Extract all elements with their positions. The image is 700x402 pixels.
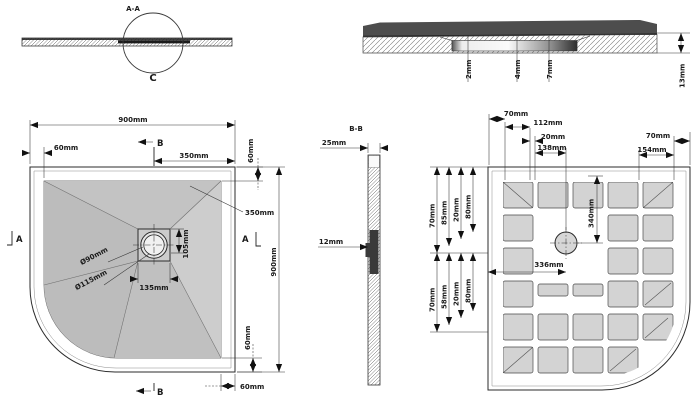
crease-tr — [169, 180, 222, 230]
bb-drain-bump — [365, 243, 370, 257]
dim-bottom-20-top: 20mm — [541, 133, 565, 141]
dim-left-bot-20: 20mm — [453, 282, 461, 306]
dim-left-top-80: 80mm — [465, 195, 473, 219]
dim-bottom-112: 112mm — [533, 119, 562, 127]
bottom-outer-inner-line — [491, 170, 687, 387]
plan-view: 900mm 60mm B 350mm 60mm 350mm A A 900mm — [7, 116, 285, 398]
dim-2mm: 2mm — [465, 60, 473, 79]
detail-c-surface-line — [362, 33, 658, 37]
bottom-view: 70mm 112mm 20mm 138mm 70mm 154mm 70mm 85… — [429, 110, 691, 391]
dim-bottom-154: 154mm — [637, 146, 666, 154]
dim-13mm: 13mm — [679, 64, 687, 88]
dim-drain-offset-x: 350mm — [179, 152, 208, 160]
dim-plan-rim-left: 60mm — [54, 144, 78, 152]
dim-bottom-336: 336mm — [534, 261, 563, 269]
dim-bottom-138: 138mm — [537, 144, 566, 152]
section-a-line-right — [255, 232, 261, 247]
plan-facet-bottom — [114, 261, 221, 358]
section-aa-label: A-A — [126, 5, 140, 13]
detail-c-top-layer — [363, 20, 657, 37]
section-aa-view: A-A C — [21, 5, 233, 84]
section-a-line-left — [7, 231, 13, 246]
detail-circle — [122, 12, 184, 74]
bottom-top-extensions — [488, 114, 691, 230]
plan-facet-top — [44, 181, 221, 229]
detail-c-view: 2mm 4mm 7mm 13mm — [362, 20, 690, 88]
dim-left-top-70: 70mm — [429, 204, 437, 228]
dim-plan-rim-bottom: 60mm — [240, 383, 264, 391]
bottom-left-dims-bottom: 70mm 58mm 20mm 80mm — [429, 253, 477, 332]
bottom-outer-edge — [487, 166, 691, 391]
dim-left-bot-58: 58mm — [441, 285, 449, 309]
dim-left-top-85: 85mm — [441, 201, 449, 225]
bottom-left-extensions — [430, 166, 488, 333]
dim-plan-height: 900mm — [270, 247, 278, 276]
plan-outer-inner-line — [33, 170, 232, 369]
bb-strip-top-cap — [368, 155, 380, 168]
dim-left-bot-80: 80mm — [465, 279, 473, 303]
plan-facet-left — [44, 181, 138, 358]
dim-plan-rim-top: 60mm — [247, 139, 255, 163]
bottom-left-dims-top: 70mm 85mm 20mm 80mm — [429, 167, 477, 253]
leader-350 — [189, 185, 244, 213]
bb-drain-zone — [369, 230, 379, 274]
dim-7mm: 7mm — [546, 60, 554, 79]
leader-d115 — [103, 253, 150, 286]
dim-bottom-70-top: 70mm — [504, 110, 528, 118]
dim-bottom-340: 340mm — [588, 199, 596, 228]
bottom-pocket-grid — [503, 182, 674, 374]
dim-bb-width: 25mm — [322, 139, 346, 147]
marker-a-left: A — [16, 235, 23, 245]
dim-bb-thickness: 12mm — [319, 238, 343, 246]
crease-bl2 — [43, 260, 139, 286]
dim-drain-square: 135mm — [139, 284, 168, 292]
section-bb-label: B-B — [349, 125, 363, 133]
crease-tl — [43, 180, 139, 230]
section-aa-drain-zone — [118, 40, 190, 44]
dim-left-top-20: 20mm — [453, 198, 461, 222]
crease-br — [169, 260, 222, 359]
dim-left-bot-70: 70mm — [429, 288, 437, 312]
detail-marker-label: C — [149, 73, 156, 84]
marker-b-bottom: B — [157, 388, 163, 398]
dim-plan-width: 900mm — [118, 116, 147, 124]
marker-a-right: A — [242, 235, 249, 245]
plan-facet-right — [170, 181, 221, 358]
dim-drain-offset: 105mm — [182, 229, 190, 258]
detail-c-drain-insert — [451, 40, 578, 52]
dim-bottom-70-right: 70mm — [646, 132, 670, 140]
dim-4mm: 4mm — [514, 60, 522, 79]
leader-d90 — [107, 246, 144, 263]
plan-outer-edge — [29, 166, 236, 373]
marker-b-top: B — [157, 139, 163, 149]
section-bb-view: B-B 25mm 12mm — [318, 125, 389, 386]
dim-slope-leader: 350mm — [245, 209, 274, 217]
dim-plan-rim-right: 60mm — [244, 326, 252, 350]
